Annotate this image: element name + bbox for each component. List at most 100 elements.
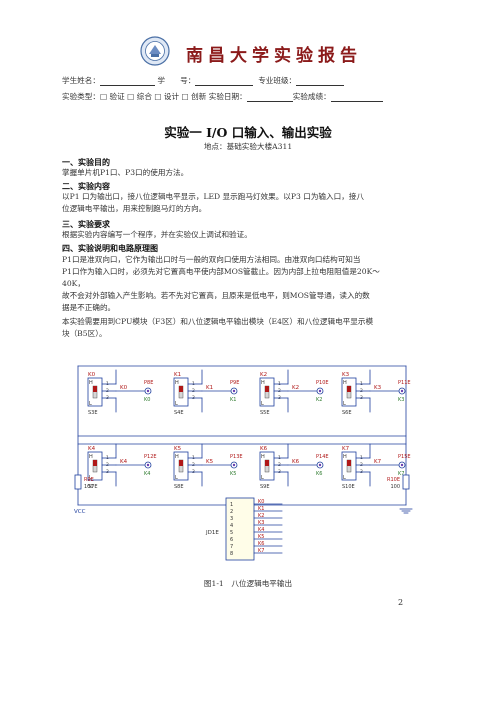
switch-h-label: H — [261, 380, 265, 386]
switch-label: K6 — [260, 446, 268, 452]
section-1-heading: 一、实验目的 — [62, 157, 110, 167]
test-pin-dot — [232, 389, 236, 393]
switch-label: K7 — [342, 446, 350, 452]
switch-l-label: L — [343, 401, 346, 407]
class-field[interactable] — [296, 77, 345, 86]
connector-signal-label: K3 — [258, 520, 264, 526]
switch-knob — [347, 386, 351, 392]
switch-l-label: L — [89, 475, 92, 481]
section-4-line-2: P1口作为输入口时，必须先对它置高电平使内部MOS管截止。因为内部上拉电阻阻值是… — [62, 267, 380, 276]
student-id-field[interactable] — [195, 77, 254, 86]
net-label: K2 — [292, 385, 299, 391]
switch-h-label: H — [175, 380, 179, 386]
switch-label: K5 — [174, 446, 182, 452]
section-3-text: 根据实验内容编写一个程序，并在实验仪上调试和验证。 — [62, 230, 252, 239]
net-label: K3 — [374, 385, 382, 391]
connector-pin-number: 4 — [230, 523, 233, 529]
test-pin-dot — [400, 463, 404, 467]
info-row-1: 学生姓名： 学 号： 专业班级： — [62, 75, 345, 86]
test-pin-label: P13E — [230, 454, 243, 460]
switch-id: S3E — [88, 410, 98, 416]
switch-l-label: L — [261, 401, 264, 407]
switch-knob — [347, 460, 351, 466]
switch-knob — [265, 386, 269, 392]
connector-pin-number: 8 — [230, 551, 233, 557]
switch-l-label: L — [175, 401, 178, 407]
connector-pin-number: 5 — [230, 530, 233, 536]
connector-signal-label: K7 — [258, 548, 264, 554]
switch-knob — [93, 460, 97, 466]
circuit-schematic: K0HL123S3EK0P8EK0K1HL123S4EK1P9EK1K2HL12… — [74, 365, 413, 561]
test-pin-dot — [232, 463, 236, 467]
section-4-heading: 四、实验说明和电路原理图 — [62, 243, 158, 253]
student-name-label: 学生姓名： — [62, 76, 100, 85]
experiment-type-options[interactable]: □ 验证 □ 综合 □ 设计 □ 创新 — [99, 92, 207, 101]
right-resistor-value: 100 — [390, 484, 400, 490]
left-resistor — [74, 474, 82, 490]
section-4-line-1: P1口是准双向口，它作为输出口时与一般的双向口使用方法相同。由准双向口结构可知当 — [62, 255, 361, 264]
switch-knob — [265, 460, 269, 466]
switch-label: K2 — [260, 372, 267, 378]
section-3-heading: 三、实验要求 — [62, 219, 110, 229]
student-id-label: 学 号： — [157, 76, 196, 85]
connector-body — [225, 497, 255, 561]
student-name-field[interactable] — [99, 77, 155, 86]
section-4-line-5: 据是不正确的。 — [62, 303, 116, 312]
switch-knob — [179, 460, 183, 466]
experiment-grade-label: 实验成绩： — [292, 92, 331, 101]
switch-id: S4E — [174, 410, 184, 416]
class-label: 专业班级： — [258, 76, 297, 85]
net-label: K5 — [206, 459, 214, 465]
section-4-line-4: 故不会对外部输入产生影响。若不先对它置高，且原来是低电平，则MOS管导通，读入的… — [62, 291, 370, 300]
switch-h-label: H — [343, 454, 347, 460]
test-pin-net: K4 — [144, 471, 150, 477]
connector-name: JD1E — [205, 530, 219, 536]
connector-pin-number: 3 — [230, 516, 233, 522]
switch-label: K0 — [88, 372, 96, 378]
experiment-grade-field[interactable] — [330, 93, 383, 102]
switch-id: S8E — [174, 484, 184, 490]
connector-signal-label: K2 — [258, 513, 264, 519]
switch-h-label: H — [175, 454, 179, 460]
switch-h-label: H — [261, 454, 265, 460]
vcc-label: VCC — [74, 509, 86, 515]
switch-knob — [179, 386, 183, 392]
test-pin-dot — [318, 463, 322, 467]
university-logo — [140, 36, 170, 66]
switch-h-label: H — [89, 380, 93, 386]
switch-label: K4 — [88, 446, 96, 452]
switch-id: S5E — [260, 410, 270, 416]
net-label: K7 — [374, 459, 382, 465]
section-2-heading: 二、实验内容 — [62, 181, 110, 191]
net-label: K6 — [292, 459, 300, 465]
section-1-text: 掌握单片机P1口、P3口的使用方法。 — [62, 168, 189, 177]
switch-h-label: H — [343, 380, 347, 386]
switch-l-label: L — [89, 401, 92, 407]
net-label: K0 — [120, 385, 128, 391]
section-4-line-3: 40K， — [62, 279, 85, 288]
page-number: 2 — [398, 598, 404, 607]
test-pin-net: K2 — [316, 397, 322, 403]
connector-signal-label: K4 — [258, 527, 264, 533]
connector-signal-label: K0 — [258, 499, 264, 505]
left-resistor-name: R9E — [84, 477, 94, 483]
switch-id: S10E — [342, 484, 355, 490]
figure-caption: 图1-1 八位逻辑电平输出 — [203, 579, 293, 588]
experiment-date-label: 实验日期： — [208, 92, 247, 101]
experiment-date-field[interactable] — [246, 93, 293, 102]
switch-id: S9E — [260, 484, 270, 490]
switch-id: S6E — [342, 410, 352, 416]
connector-signal-label: K1 — [258, 506, 264, 512]
section-2-line-1: 以P1 口为输出口，接八位逻辑电平显示，LED 显示跑马灯效果。以P3 口为输入… — [62, 192, 364, 201]
net-label: K1 — [206, 385, 213, 391]
right-resistor — [402, 474, 410, 490]
section-4-line-6: 本实验需要用到CPU模块（F3区）和八位逻辑电平输出模块（E4区）和八位逻辑电平… — [62, 317, 374, 326]
test-pin-dot — [146, 463, 150, 467]
connector-pin-number: 6 — [230, 537, 233, 543]
connector-signal-label: K6 — [258, 541, 264, 547]
connector-pin-number: 2 — [230, 509, 233, 515]
switch-l-label: L — [261, 475, 264, 481]
info-row-2: 实验类型：□ 验证 □ 综合 □ 设计 □ 创新 实验日期：实验成绩： — [62, 91, 383, 102]
connector-signal-label: K5 — [258, 534, 264, 540]
test-pin-label: P11E — [398, 380, 411, 386]
